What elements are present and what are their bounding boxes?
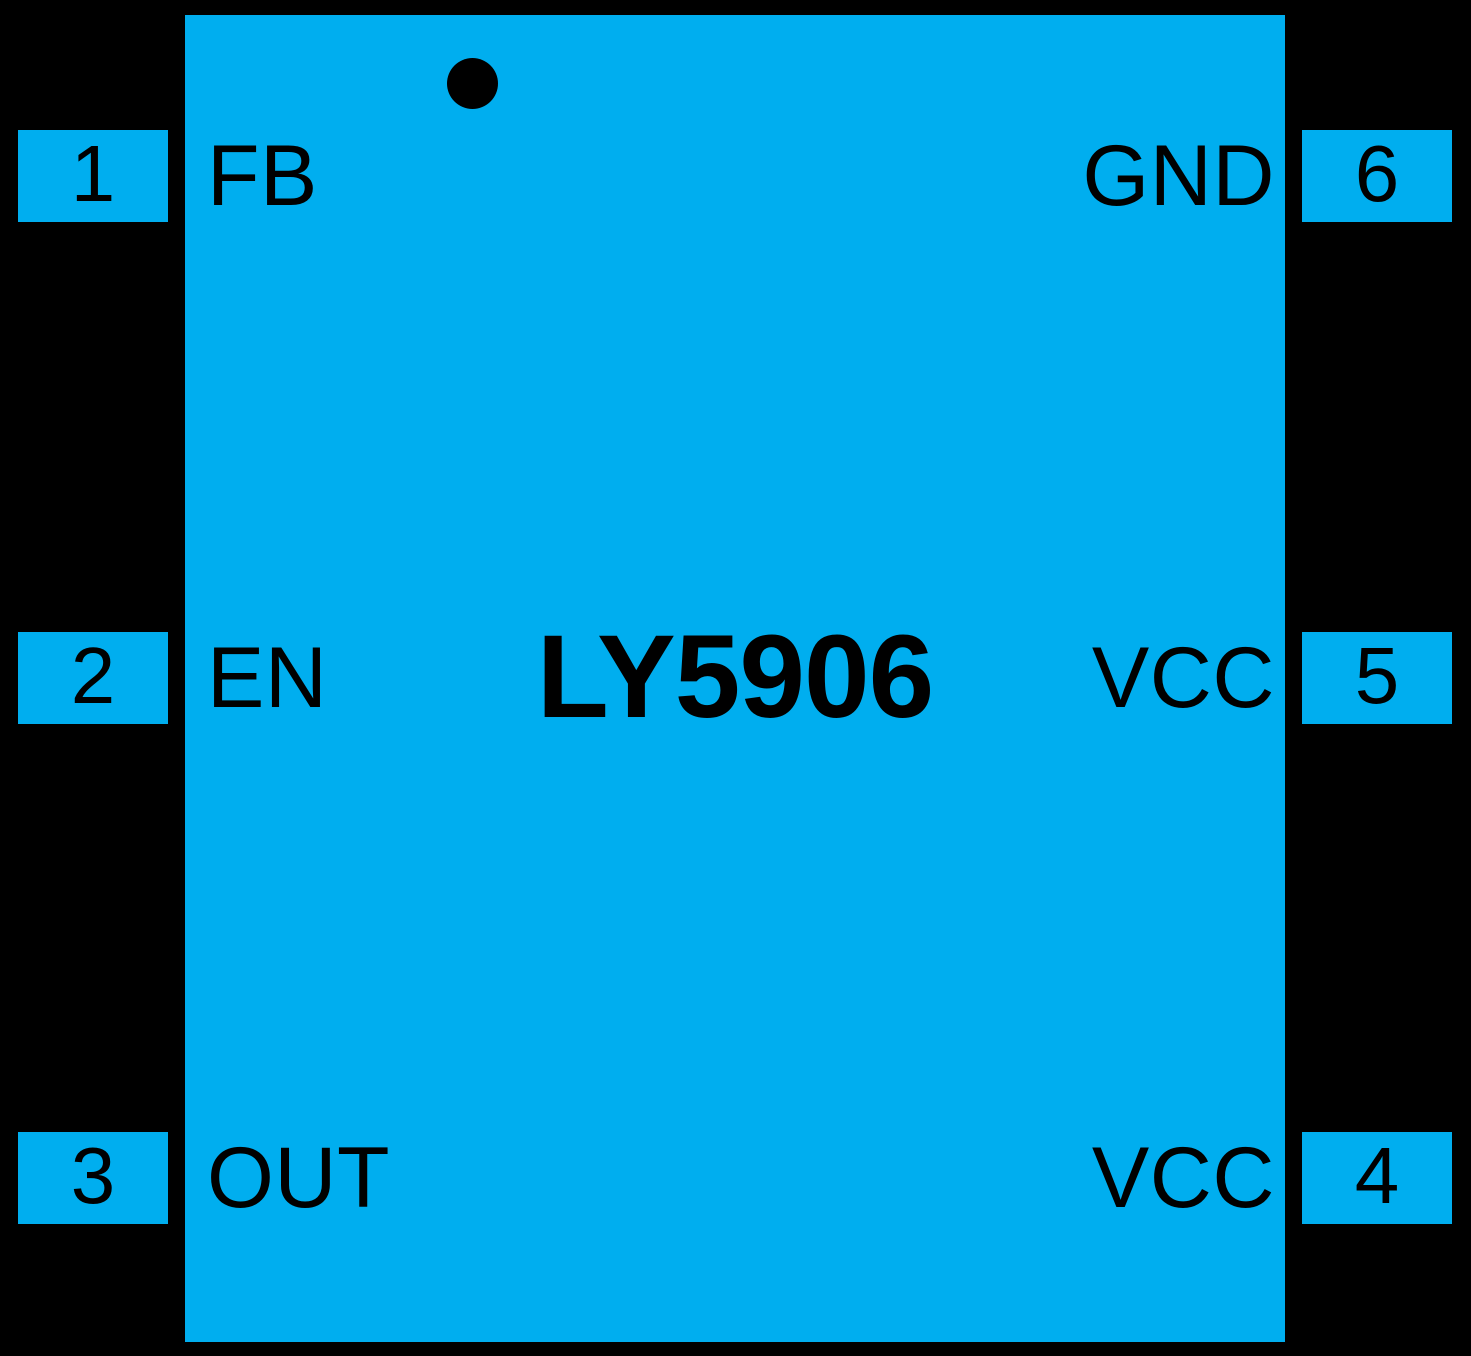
pin1-indicator-dot (447, 58, 498, 109)
pin-label-out: OUT (207, 1130, 391, 1226)
pin-tab-5[interactable]: 5 (1298, 628, 1456, 728)
pin-label-vcc-5: VCC (1091, 630, 1275, 726)
pin-number-5: 5 (1354, 631, 1400, 720)
pin-tab-6[interactable]: 6 (1298, 126, 1456, 226)
pin-tab-4[interactable]: 4 (1298, 1128, 1456, 1228)
pin-label-gnd: GND (1082, 128, 1275, 224)
pin-label-vcc-4: VCC (1091, 1130, 1275, 1226)
pin-label-en: EN (207, 630, 328, 726)
pin-number-3: 3 (70, 1131, 116, 1220)
chip-body (185, 15, 1285, 1342)
pin-number-1: 1 (70, 129, 116, 218)
pin-tab-2[interactable]: 2 (14, 628, 172, 728)
pin-tab-3[interactable]: 3 (14, 1128, 172, 1228)
pin-number-2: 2 (70, 631, 116, 720)
part-number-label: LY5906 (536, 611, 934, 743)
pin-number-6: 6 (1354, 129, 1400, 218)
pin-number-4: 4 (1354, 1131, 1400, 1220)
pin-label-fb: FB (207, 128, 318, 224)
pin-tab-1[interactable]: 1 (14, 126, 172, 226)
